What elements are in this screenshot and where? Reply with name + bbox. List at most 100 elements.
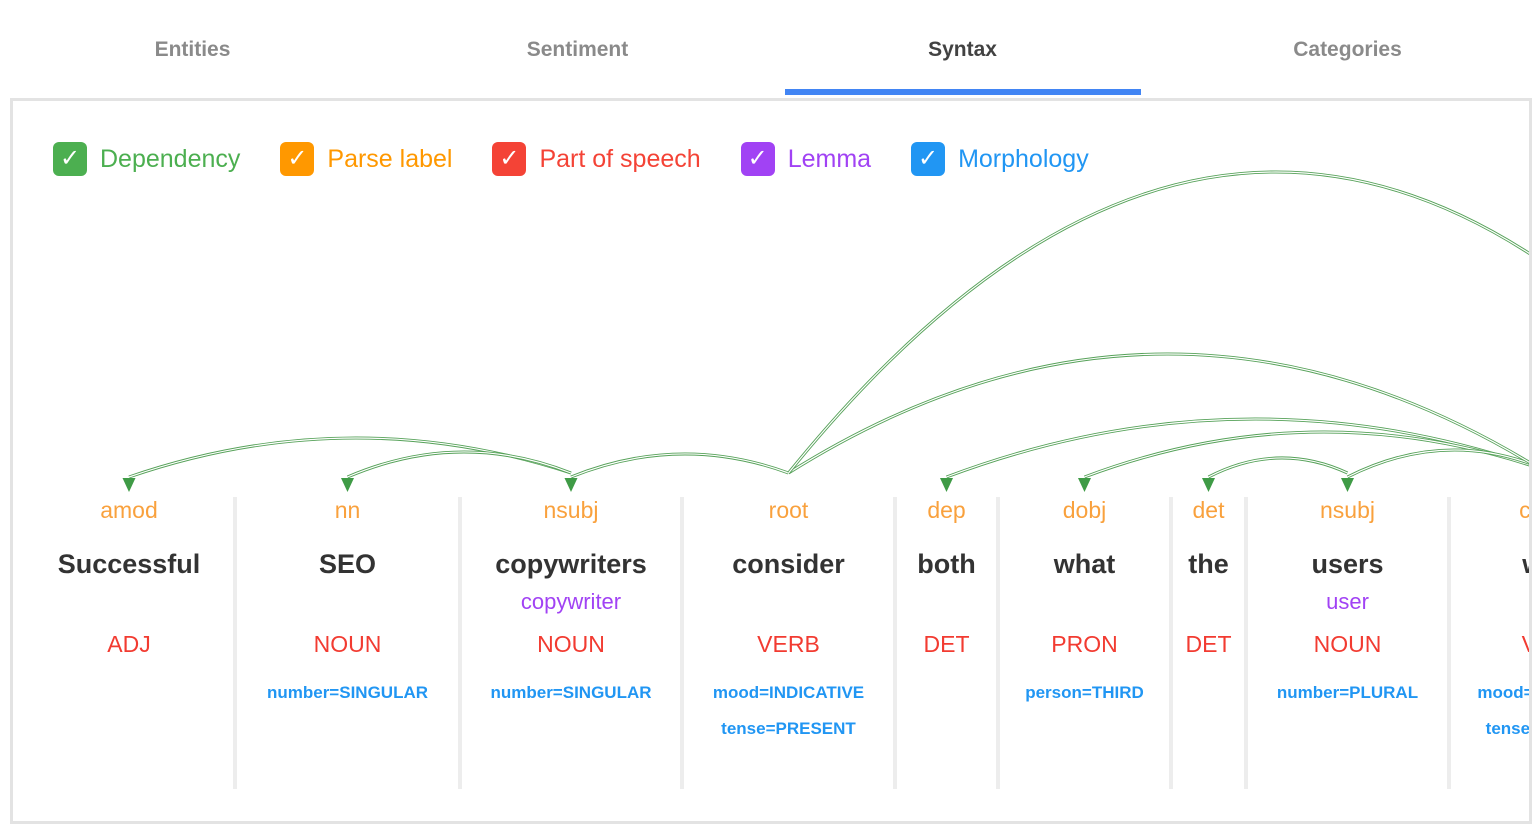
dependency-arc (1346, 448, 1529, 479)
dependency-arcs (122, 170, 1529, 492)
morphology: mood=INDICATIVE tense=PRESENT (682, 675, 895, 747)
column-separator (996, 497, 1000, 789)
token-word: the (1188, 549, 1229, 579)
dependency-arc (787, 352, 1529, 475)
part-of-speech: DET (1185, 631, 1232, 657)
part-of-speech: PRON (1051, 631, 1118, 657)
checkmark-icon: ✓ (287, 145, 308, 172)
display-options-legend: ✓Dependency✓Parse label✓Part of speech✓L… (53, 142, 1089, 176)
morphology: mood=INDICATIVE tense=PRESENT (1449, 675, 1532, 747)
checkbox-morphology[interactable]: ✓ (911, 142, 946, 176)
tab-syntax[interactable]: Syntax (770, 0, 1155, 98)
dependency-arc (946, 418, 1529, 478)
tab-categories[interactable]: Categories (1155, 0, 1540, 98)
legend-label: Lemma (787, 144, 872, 173)
checkbox-dependency[interactable]: ✓ (53, 142, 87, 176)
column-separator (1447, 497, 1451, 789)
morphology-line: number=PLURAL (1276, 683, 1419, 702)
morphology: number=SINGULAR (235, 675, 460, 711)
dependency-arc (570, 453, 789, 478)
checkmark-icon: ✓ (499, 145, 520, 172)
checkmark-icon: ✓ (918, 145, 939, 172)
token-word: users (1311, 549, 1384, 579)
parse-label: root (768, 497, 809, 523)
morphology: person=THIRD (998, 675, 1171, 711)
parse-label: dobj (1062, 497, 1107, 523)
arrowhead-icon (122, 478, 136, 492)
parse-label: ccomp (1519, 497, 1531, 523)
legend-label: Parse label (327, 144, 453, 173)
arrowhead-icon (341, 478, 354, 492)
parse-label: det (1192, 497, 1225, 523)
arrowhead-icon (564, 478, 578, 492)
token-word: consider (732, 549, 845, 579)
morphology-line: mood=INDICATIVE (712, 683, 865, 702)
token-word: SEO (318, 549, 377, 579)
morphology-line: number=SINGULAR (490, 683, 652, 702)
syntax-panel: ✓Dependency✓Parse label✓Part of speech✓L… (10, 98, 1532, 824)
token-word: Successful (57, 549, 201, 579)
morphology-line: person=THIRD (1025, 683, 1144, 702)
legend-item-morphology[interactable]: ✓ Morphology (911, 142, 1089, 176)
legend-item-parse-label[interactable]: ✓ Parse label (280, 142, 452, 176)
part-of-speech: VERB (1449, 631, 1529, 658)
morphology-line: tense=PRESENT (721, 719, 856, 738)
checkbox-parse-label[interactable]: ✓ (280, 142, 315, 176)
legend-item-part-of-speech[interactable]: ✓Part of speech (492, 142, 701, 176)
dependency-arc (1208, 457, 1348, 478)
analysis-tabbar: Entities Sentiment Syntax Categories (0, 0, 1540, 98)
tab-sentiment[interactable]: Sentiment (385, 0, 770, 98)
arrowhead-icon (1341, 478, 1354, 492)
parse-label: amod (100, 497, 158, 523)
morphology-line: tense=PRESENT (1485, 719, 1531, 738)
dependency-arc (945, 417, 1529, 479)
dependency-arc (788, 171, 1529, 474)
parse-label: dep (927, 497, 966, 523)
dependency-arc (787, 170, 1529, 474)
tab-entities[interactable]: Entities (0, 0, 385, 98)
part-of-speech: DET (923, 631, 970, 657)
tab-label: Syntax (928, 38, 997, 61)
checkbox-part-of-speech[interactable]: ✓ (492, 142, 527, 176)
part-of-speech: ADJ (107, 631, 151, 657)
token-word: want (1449, 549, 1529, 580)
parse-label: nsubj (543, 497, 599, 523)
part-of-speech: NOUN (313, 631, 382, 657)
part-of-speech: NOUN (1313, 631, 1382, 657)
column-separator (1169, 497, 1173, 789)
column-separator (893, 497, 897, 789)
morphology-line: number=SINGULAR (266, 683, 429, 702)
morphology: number=SINGULAR (460, 675, 682, 711)
part-of-speech: NOUN (537, 631, 605, 657)
token-word: copywriters (495, 549, 647, 579)
legend-item-lemma[interactable]: ✓ Lemma (740, 142, 872, 176)
token-word: both (917, 549, 976, 579)
legend-label: Dependency (100, 144, 241, 173)
checkmark-icon: ✓ (59, 145, 81, 172)
dependency-arc (788, 353, 1529, 474)
legend-label: Morphology (958, 144, 1089, 173)
token-word: what (1053, 549, 1116, 579)
tab-label: Categories (1293, 38, 1402, 61)
checkbox-lemma[interactable]: ✓ (740, 142, 775, 176)
column-separator (458, 497, 462, 789)
parse-label: nn (334, 497, 361, 523)
column-separator (233, 497, 237, 789)
tab-label: Entities (154, 38, 231, 61)
part-of-speech: VERB (757, 631, 820, 657)
legend-item-dependency[interactable]: ✓ Dependency (53, 142, 240, 176)
morphology-line: mood=INDICATIVE (1477, 683, 1532, 702)
parse-label: nsubj (1320, 497, 1375, 523)
tab-label: Sentiment (526, 38, 629, 61)
dependency-arc (1083, 430, 1529, 479)
arrowhead-icon (1202, 478, 1215, 492)
arrowhead-icon (1078, 478, 1091, 492)
token-lemma: user (1326, 589, 1369, 614)
